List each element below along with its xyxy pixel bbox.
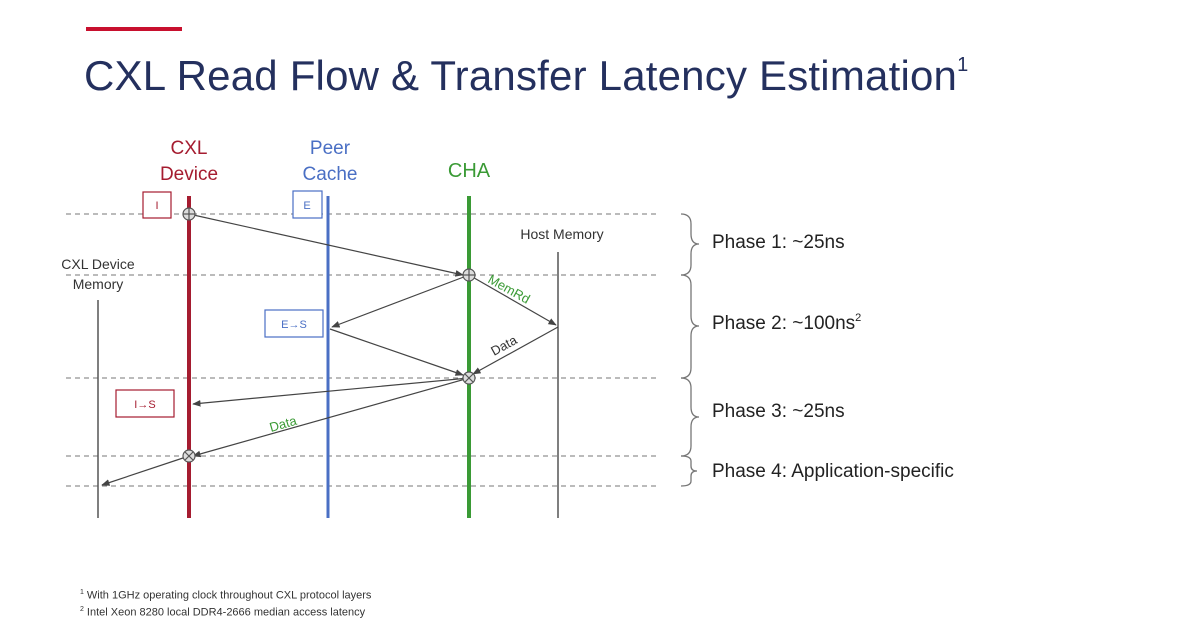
title-accent-bar <box>86 27 182 31</box>
state-label-peer-initial: E <box>303 200 310 212</box>
phase-label-4-text: Phase 4: Application-specific <box>712 461 954 482</box>
arrow-write-device-memory <box>101 455 190 486</box>
arrow-read-request <box>188 213 464 277</box>
arrow-data-from-host <box>472 326 559 375</box>
node-cha-receive <box>462 268 476 282</box>
lane-label-cxl-device-memory-line2: Memory <box>73 276 124 292</box>
lane-label-peer-cache-line1: Peer <box>310 138 351 159</box>
arrow-data-to-device <box>192 377 470 458</box>
phase-label-2-text: Phase 2: ~100ns <box>712 313 855 334</box>
arrow-state-update <box>192 377 470 407</box>
phase-brace-1 <box>680 213 700 276</box>
lane-label-host-memory: Host Memory <box>520 226 603 242</box>
slide-title-footnote-mark: 1 <box>957 54 969 76</box>
phase-label-3: Phase 3: ~25ns <box>712 401 845 422</box>
phase-label-4: Phase 4: Application-specific <box>712 461 954 482</box>
arrow-snoop-response <box>329 328 464 376</box>
arrow-memrd <box>468 274 557 326</box>
phase-separators <box>66 213 658 487</box>
message-label-data-from-host: Data <box>488 332 520 359</box>
phase-label-2-footnote-mark: 2 <box>855 312 861 324</box>
slide-title-text: CXL Read Flow & Transfer Latency Estimat… <box>84 52 958 99</box>
footnote-1-text: With 1GHz operating clock throughout CXL… <box>86 589 372 602</box>
state-label-cxl-transition: I→S <box>134 399 155 411</box>
phase-label-3-text: Phase 3: ~25ns <box>712 401 845 422</box>
lane-label-cxl-device-memory-line1: CXL Device <box>61 256 135 272</box>
footnote-1-mark: 1 <box>80 589 84 596</box>
node-cxl-request <box>182 207 196 221</box>
slide-title: CXL Read Flow & Transfer Latency Estimat… <box>84 52 968 100</box>
phase-label-1: Phase 1: ~25ns <box>712 232 845 253</box>
phase-label-2: Phase 2: ~100ns2 <box>712 312 861 334</box>
lane-label-cha: CHA <box>448 160 491 182</box>
lane-label-cxl-device-line2: Device <box>160 164 218 185</box>
state-box-cxl-transition <box>115 389 175 418</box>
node-cha-merge <box>462 371 476 385</box>
message-label-data-to-device: Data <box>268 413 299 435</box>
lane-label-cxl-device-line1: CXL <box>171 138 208 159</box>
lane-label-peer-cache-line2: Cache <box>303 164 358 185</box>
arrow-snoop <box>331 274 470 328</box>
state-label-cxl-initial: I <box>155 200 158 212</box>
phase-brace-3 <box>680 377 700 457</box>
node-cxl-data-receive <box>182 449 196 463</box>
phase-label-1-text: Phase 1: ~25ns <box>712 232 845 253</box>
footnote-2-text: Intel Xeon 8280 local DDR4-2666 median a… <box>86 606 366 619</box>
state-box-peer-transition <box>264 309 324 338</box>
footnote-2-mark: 2 <box>80 605 84 613</box>
state-box-cxl-initial <box>142 191 172 219</box>
phase-brace-2 <box>680 274 700 379</box>
state-box-peer-initial <box>292 190 323 219</box>
state-label-peer-transition: E→S <box>281 319 307 331</box>
phase-brace-4 <box>680 455 698 487</box>
